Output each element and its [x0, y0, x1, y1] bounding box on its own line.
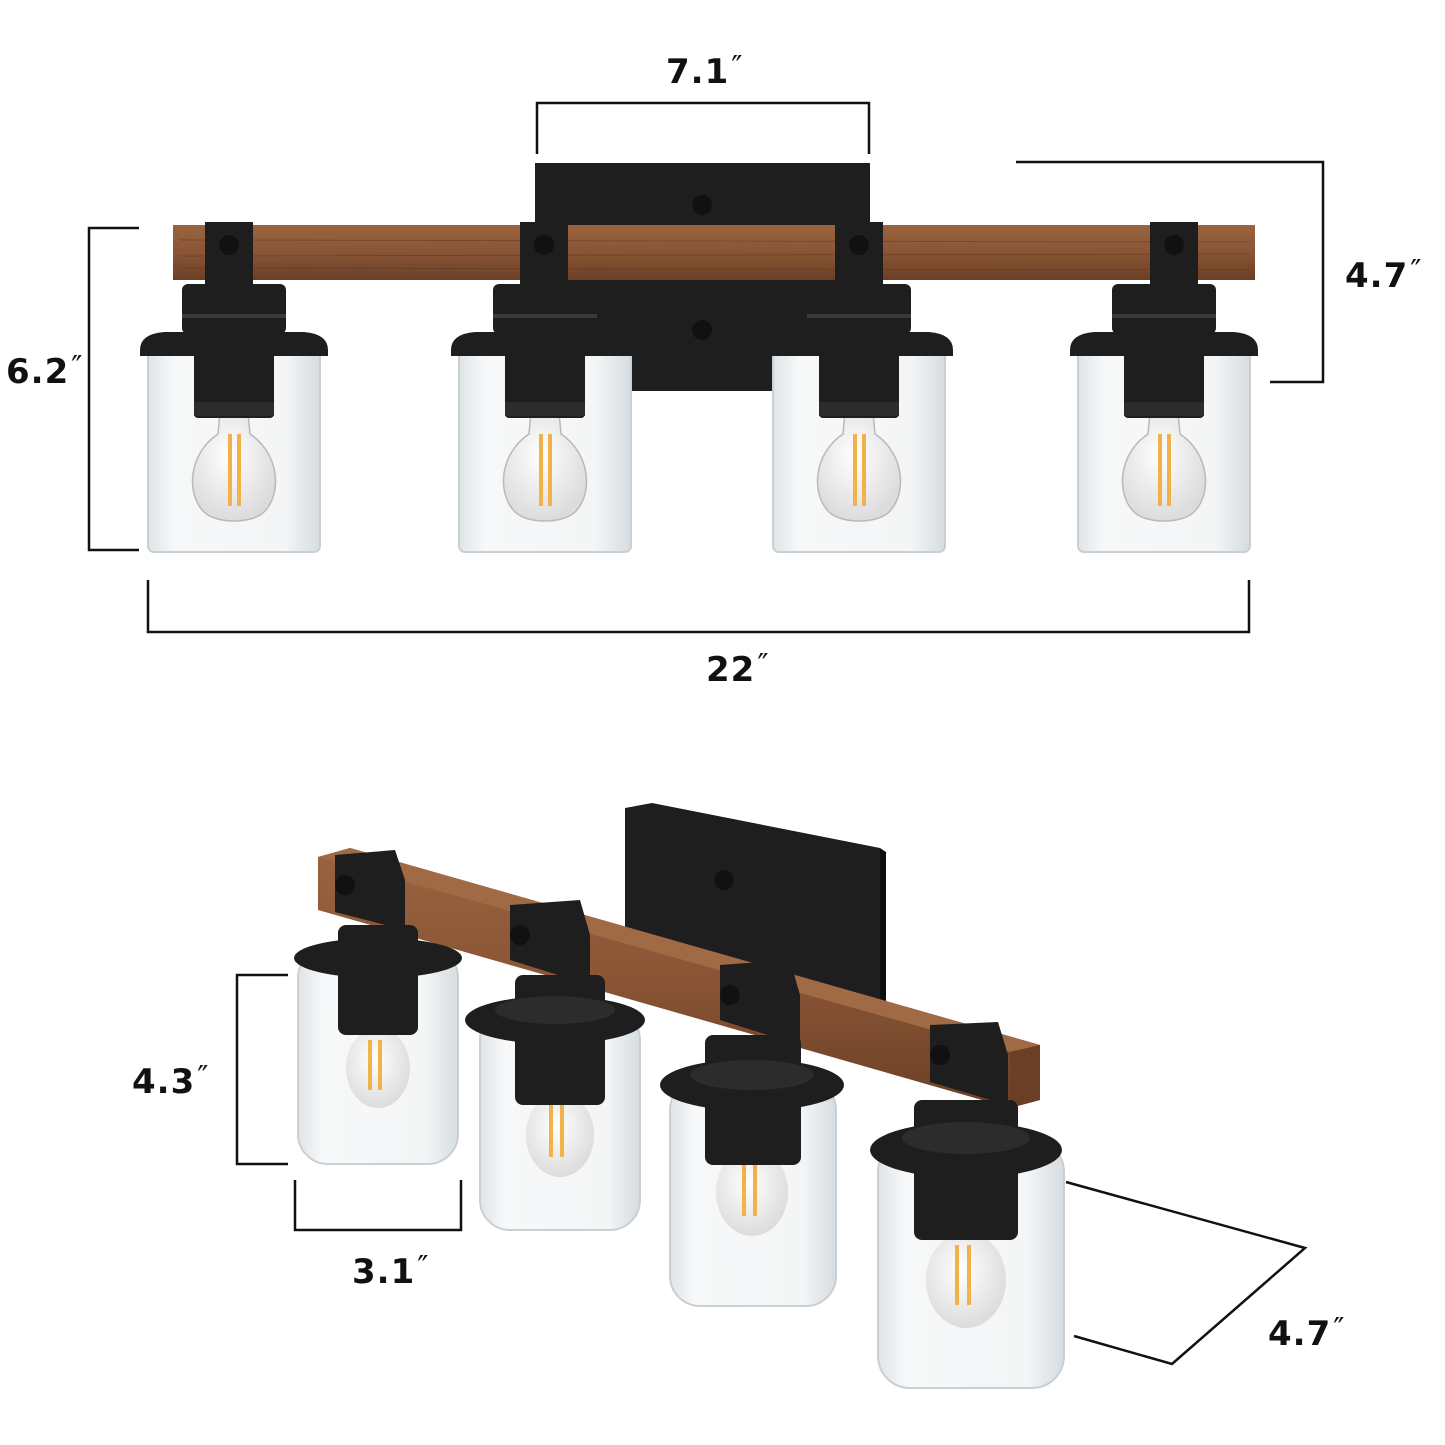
extension-value: 4.7	[1345, 256, 1409, 296]
overall-width-value: 22	[706, 650, 756, 690]
front-dimension-lines	[87, 101, 1325, 634]
shade-height-unit: ″	[197, 1060, 210, 1095]
shade-diameter-value: 3.1	[352, 1252, 416, 1292]
depth-value: 4.7	[1268, 1314, 1332, 1354]
depth-unit: ″	[1333, 1312, 1346, 1347]
overall-height-unit: ″	[71, 350, 84, 385]
overall-width-label: 22″	[706, 648, 770, 690]
shade-height-value: 4.3	[132, 1062, 196, 1102]
backplate-width-label: 7.1″	[666, 50, 744, 92]
depth-label: 4.7″	[1268, 1312, 1346, 1354]
backplate-width-value: 7.1	[666, 52, 730, 92]
overall-height-value: 6.2	[6, 352, 70, 392]
overall-height-label: 6.2″	[6, 350, 84, 392]
shade-diameter-unit: ″	[417, 1250, 430, 1285]
wood-beam	[173, 225, 1255, 280]
extension-label: 4.7″	[1345, 254, 1423, 296]
perspective-view-illustration	[235, 803, 1308, 1389]
shade-height-label: 4.3″	[132, 1060, 210, 1102]
overall-width-unit: ″	[757, 648, 770, 683]
shade-diameter-label: 3.1″	[352, 1250, 430, 1292]
extension-unit: ″	[1410, 254, 1423, 289]
backplate-width-unit: ″	[731, 50, 744, 85]
perspective-dimension-lines	[235, 973, 1308, 1366]
